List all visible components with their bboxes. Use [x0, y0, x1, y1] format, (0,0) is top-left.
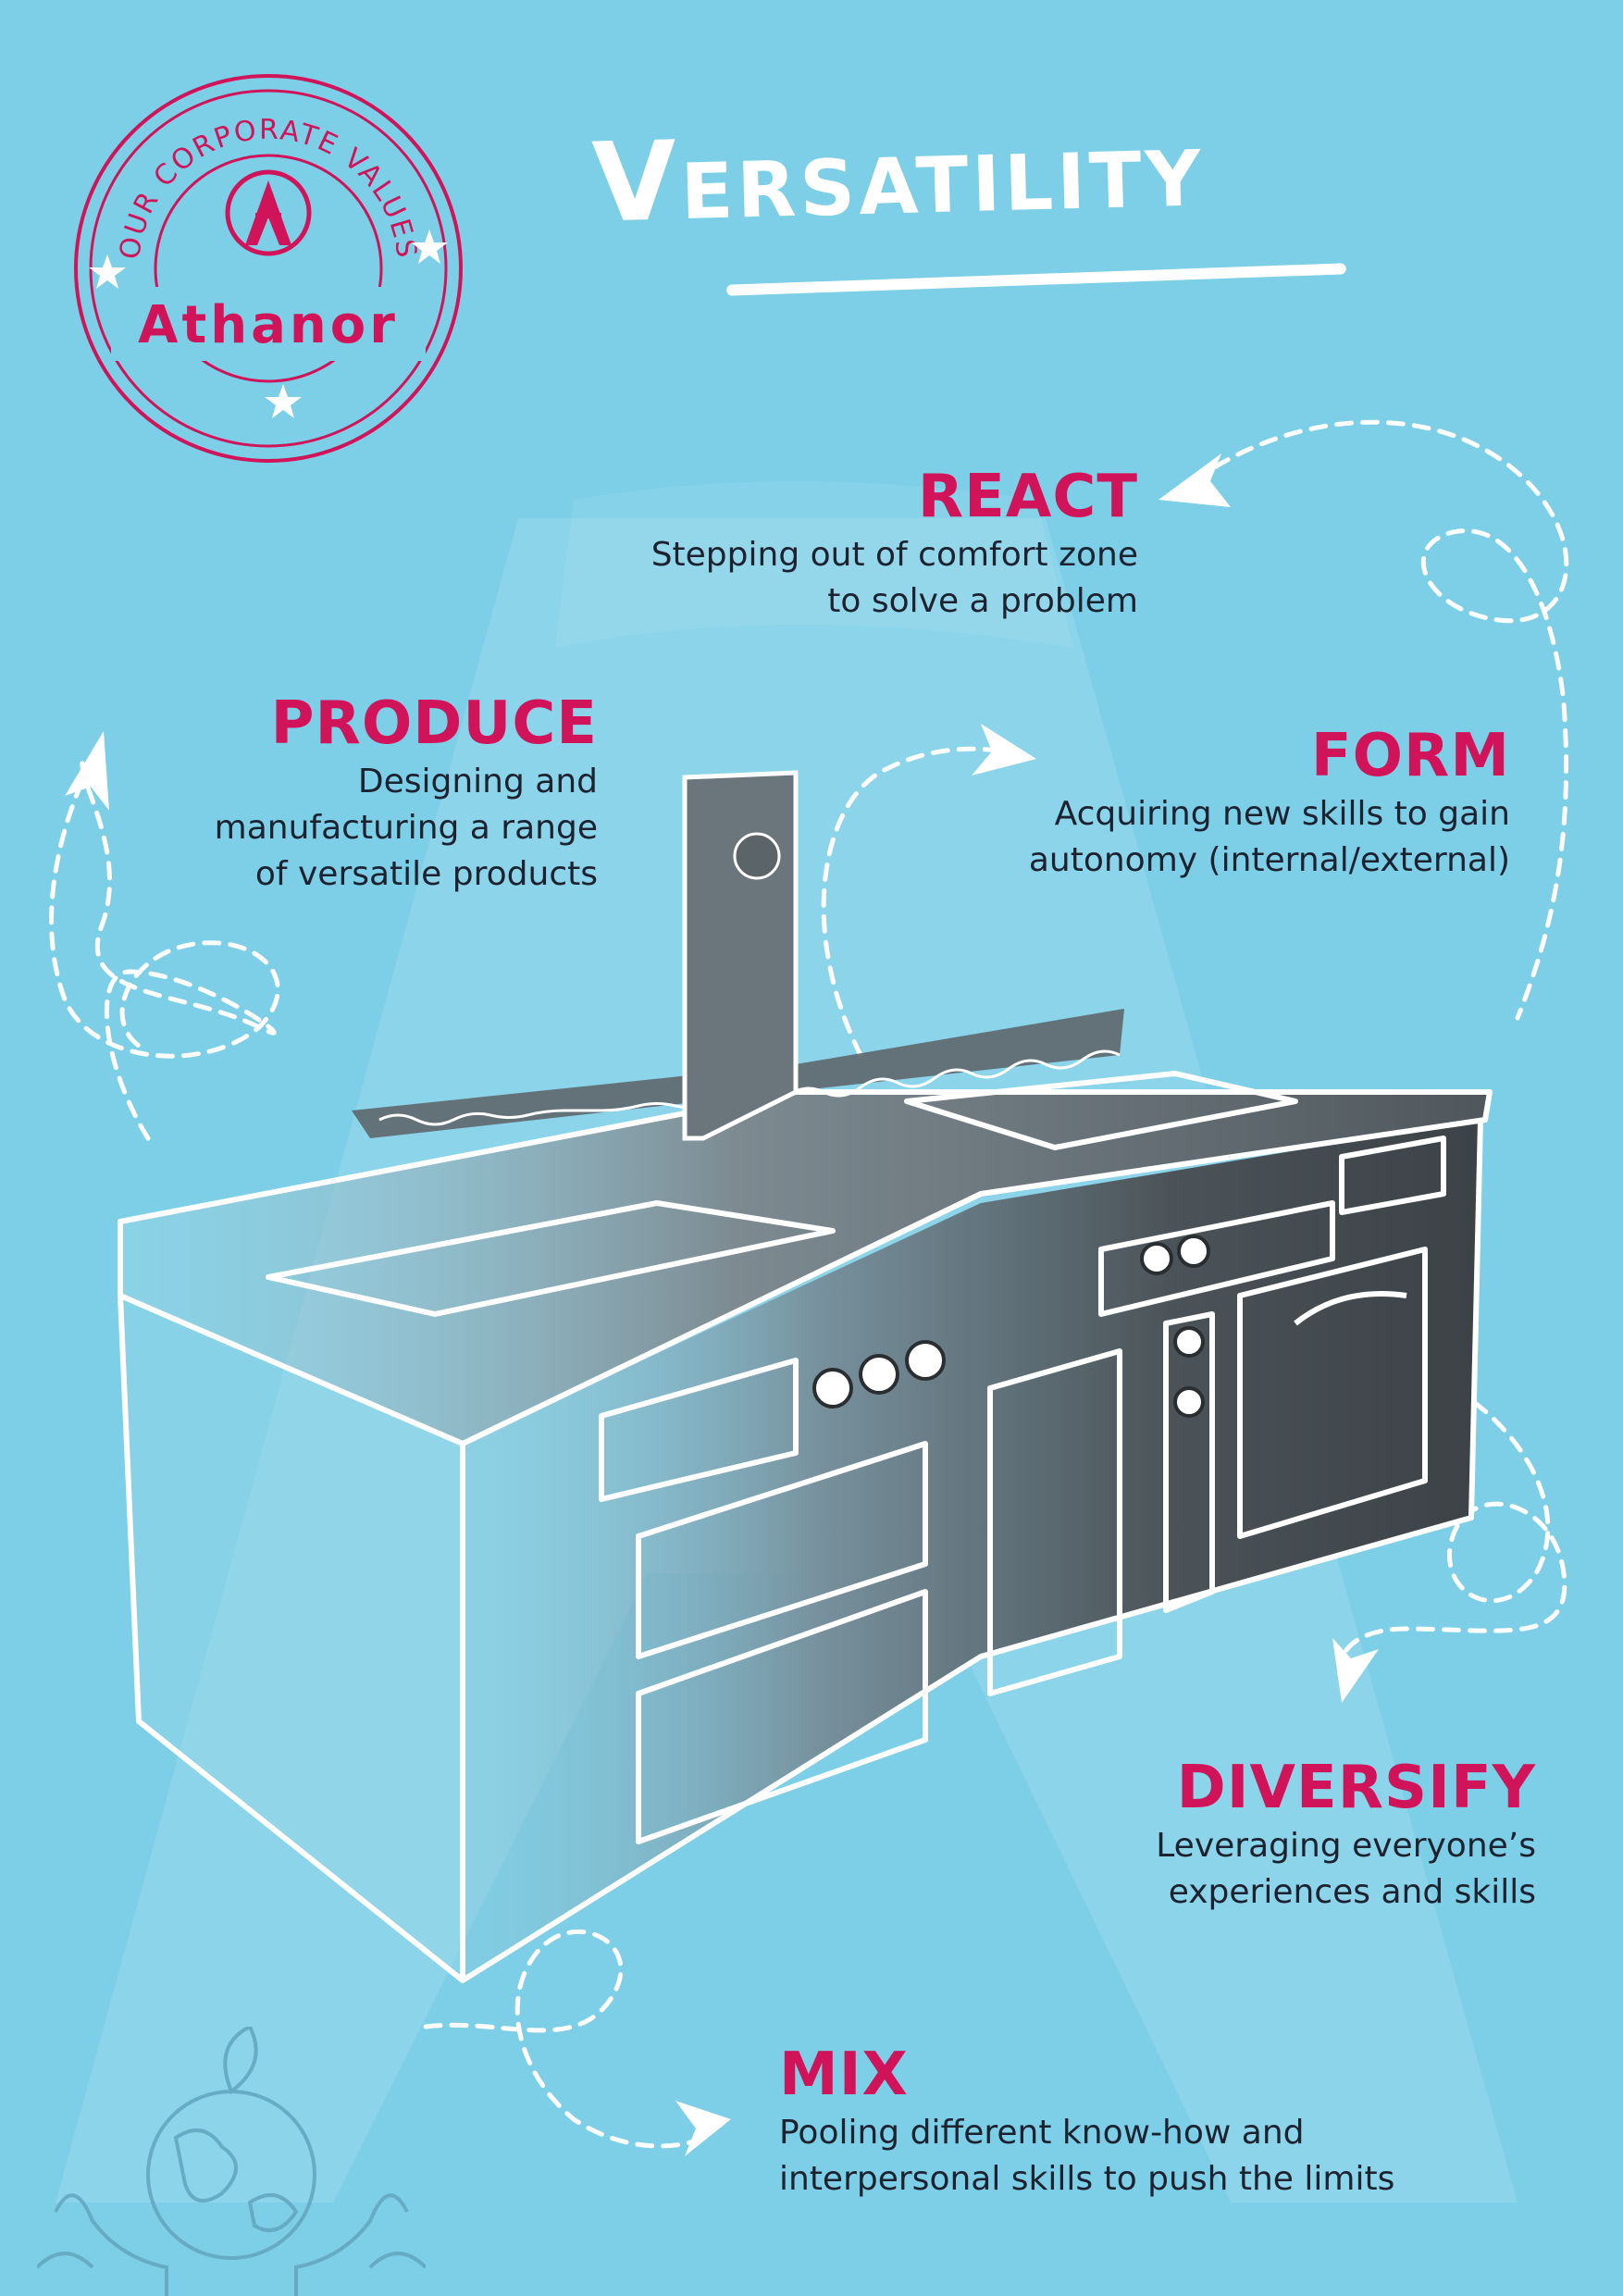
stamp-star-icons: [89, 230, 448, 418]
value-produce: PRODUCE Designing and manufacturing a ra…: [130, 694, 598, 898]
value-react: REACT Stepping out of comfort zone to so…: [518, 467, 1138, 625]
description-line: Pooling different know-how and: [779, 2114, 1305, 2152]
athanor-stamp-logo: OUR CORPORATE VALUES Athanor: [74, 74, 463, 463]
value-diversify-description: Leveraging everyone’s experiences and sk…: [1036, 1823, 1536, 1916]
value-diversify-heading: DIVERSIFY: [1176, 1754, 1536, 1822]
athanor-emblem-icon: [225, 169, 312, 256]
value-mix: MIX Pooling different know-how and inter…: [779, 2045, 1556, 2203]
description-line: of versatile products: [254, 855, 598, 893]
value-form-heading: FORM: [1310, 722, 1510, 790]
description-line: Stepping out of comfort zone: [650, 536, 1138, 574]
description-line: interpersonal skills to push the limits: [779, 2160, 1395, 2198]
value-form: FORM Acquiring new skills to gain autono…: [925, 726, 1510, 884]
description-line: Leveraging everyone’s: [1156, 1827, 1536, 1865]
value-produce-description: Designing and manufacturing a range of v…: [130, 759, 598, 898]
hands-holding-globe-icon: [37, 2027, 426, 2296]
value-mix-heading: MIX: [779, 2041, 909, 2109]
description-line: to solve a problem: [827, 582, 1138, 620]
description-line: autonomy (internal/external): [1028, 841, 1510, 879]
description-line: experiences and skills: [1168, 1873, 1536, 1911]
value-react-heading: REACT: [917, 463, 1138, 531]
description-line: Acquiring new skills to gain: [1054, 795, 1510, 833]
value-form-description: Acquiring new skills to gain autonomy (i…: [925, 791, 1510, 884]
value-mix-description: Pooling different know-how and interpers…: [779, 2110, 1556, 2203]
value-produce-heading: PRODUCE: [270, 689, 598, 758]
value-react-description: Stepping out of comfort zone to solve a …: [518, 532, 1138, 625]
description-line: manufacturing a range: [214, 809, 598, 847]
stamp-brand-text: Athanor: [138, 295, 399, 355]
description-line: Designing and: [357, 763, 598, 800]
value-diversify: DIVERSIFY Leveraging everyone’s experien…: [1036, 1758, 1536, 1916]
